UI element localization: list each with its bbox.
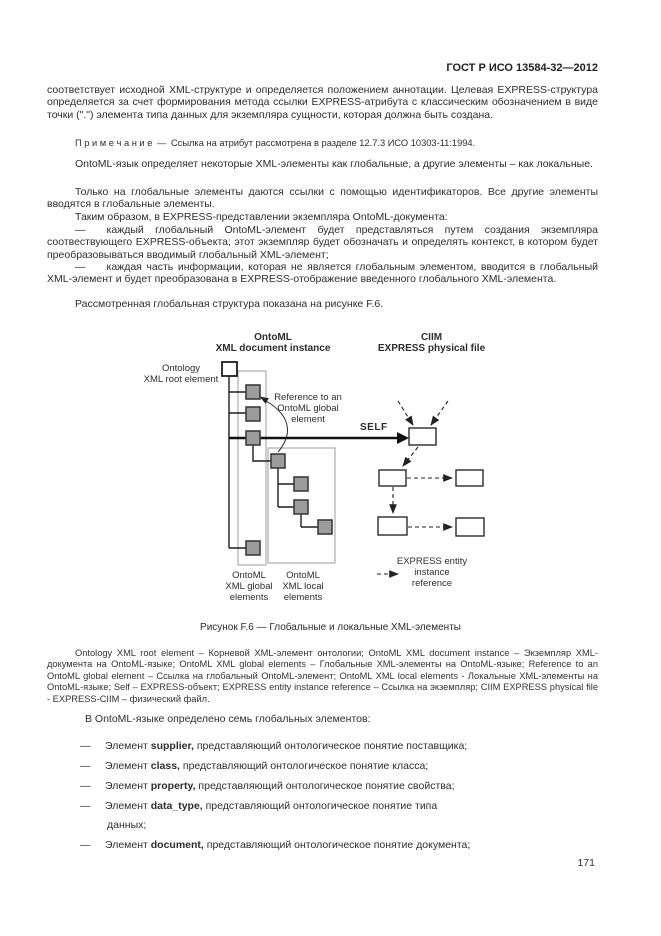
diagram-graphics — [221, 361, 485, 578]
local-element-nodes — [270, 453, 333, 535]
figure-caption: Рисунок F.6 — Глобальные и локальные XML… — [200, 622, 461, 633]
body-paragraph-3: Только на глобальные элементы даются ссы… — [47, 186, 598, 211]
body-bullet-1: — каждый глобальный OntoML-элемент будет… — [47, 224, 598, 261]
body-bullet-2: — каждая часть информации, которая не яв… — [47, 261, 598, 286]
reference-arc-arrow — [259, 396, 288, 453]
list-dash: — — [80, 800, 91, 812]
list-intro: В OntoML-языке определено семь глобальны… — [85, 713, 371, 725]
reference-label: Reference to an OntoML global element — [274, 392, 342, 425]
body-paragraph-1: соответствует исходной XML-структуре и о… — [47, 84, 598, 121]
self-label: SELF — [360, 422, 388, 433]
body-paragraph-5: Рассмотренная глобальная структура показ… — [75, 298, 384, 310]
root-element-label: Ontology XML root element — [143, 363, 219, 385]
figure-f6-diagram: OntoML XML document instance CIIM EXPRES… — [0, 330, 661, 608]
element-name: supplier, — [150, 740, 194, 752]
global-element-nodes — [245, 384, 261, 556]
xml-tree-lines — [228, 376, 319, 549]
element-name: property, — [150, 780, 196, 792]
figure-translation-note: Ontology XML root element – Корневой XML… — [47, 648, 598, 704]
right-column-title: CIIM EXPRESS physical file — [377, 332, 486, 354]
list-item: —Элемент property, представляющий онтоло… — [80, 780, 455, 792]
local-elements-box — [267, 447, 336, 564]
global-elements-box — [237, 370, 267, 566]
list-item: —Элемент document, представляющий онтоло… — [80, 838, 471, 851]
body-paragraph-4: Таким образом, в EXPRESS-представлении э… — [75, 211, 448, 223]
list-item: —Элемент data_type, представляющий онтол… — [80, 800, 438, 831]
legend-label: EXPRESS entity instance reference — [396, 556, 468, 589]
element-name: document, — [150, 838, 204, 851]
left-column-title: OntoML XML document instance — [215, 332, 331, 354]
note-paragraph: П р и м е ч а н и е — Ссылка на атрибут … — [75, 138, 476, 148]
page-number: 171 — [577, 857, 595, 869]
list-dash: — — [80, 780, 91, 792]
list-dash: — — [80, 740, 91, 752]
running-header: ГОСТ Р ИСО 13584-32—2012 — [446, 62, 598, 74]
body-paragraph-2: OntoML-язык определяет некоторые XML-эле… — [75, 158, 593, 170]
global-elements-list: —Элемент supplier, представляющий онтоло… — [47, 740, 598, 859]
list-item: —Элемент class, представляющий онтологич… — [80, 760, 429, 772]
express-entity-rects — [377, 427, 485, 537]
local-box-label: OntoML XML local elements — [282, 570, 324, 603]
ontology-root-node — [221, 361, 238, 377]
list-item: —Элемент supplier, представляющий онтоло… — [80, 740, 468, 752]
entity-reference-arrows — [377, 400, 454, 578]
list-dash: — — [80, 760, 91, 772]
element-name: data_type, — [150, 800, 203, 812]
global-box-label: OntoML XML global elements — [225, 570, 273, 603]
list-dash: — — [80, 838, 91, 851]
element-name: class, — [150, 760, 180, 772]
